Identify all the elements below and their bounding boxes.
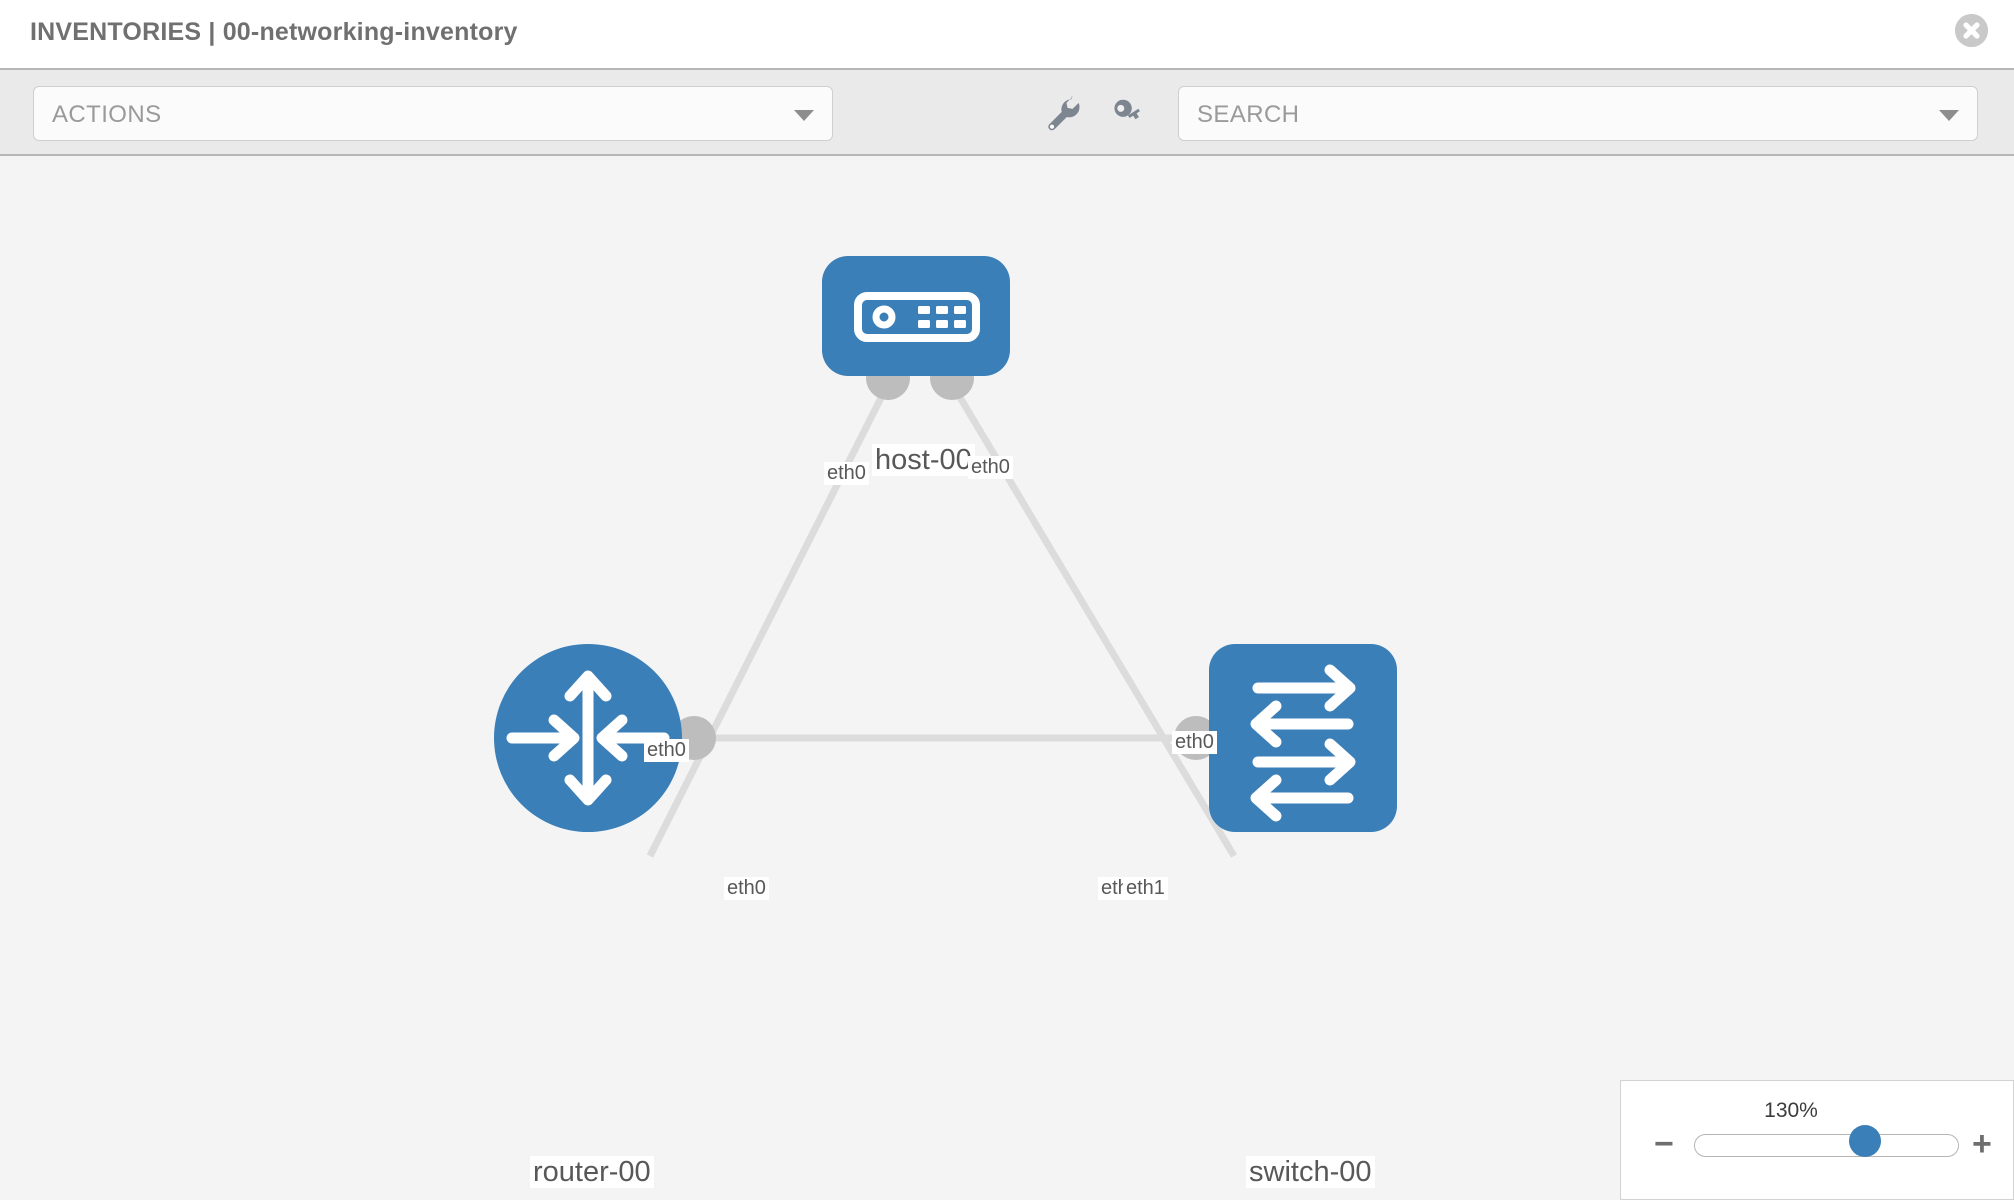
topology-graph [494, 256, 1397, 858]
search-placeholder: SEARCH [1197, 101, 1300, 128]
edge-host-switch[interactable] [948, 382, 1238, 858]
zoom-level-label: 130% [1764, 1099, 1818, 1122]
toolbar: ACTIONS SEARCH [0, 68, 2014, 156]
switch-arrows-icon [1250, 664, 1356, 822]
node-host-00[interactable] [822, 256, 1010, 376]
interface-label-router-right: eth0 [724, 877, 769, 900]
actions-dropdown-label: ACTIONS [52, 101, 162, 128]
actions-dropdown[interactable]: ACTIONS [33, 86, 833, 141]
zoom-slider-track[interactable] [1694, 1134, 1959, 1157]
zoom-control-panel: 130% − + [1620, 1080, 2014, 1200]
zoom-slider-thumb[interactable] [1849, 1125, 1881, 1157]
interface-label-host-right: eth0 [968, 456, 1013, 479]
node-switch-00[interactable] [1209, 644, 1397, 832]
interface-label-switch-up: eth0 [1172, 731, 1217, 754]
interface-label-host-left: eth0 [824, 462, 869, 485]
node-router-00[interactable] [494, 644, 682, 832]
interface-label-router-up: eth0 [644, 739, 689, 762]
edge-host-router[interactable] [646, 382, 892, 858]
wrench-icon[interactable] [1040, 92, 1084, 136]
router-arrows-icon [506, 670, 670, 806]
page-title: INVENTORIES | 00-networking-inventory [30, 18, 518, 46]
node-label-switch-00: switch-00 [1246, 1156, 1375, 1189]
node-label-host-00: host-00 [872, 444, 975, 477]
close-icon[interactable] [1955, 14, 1988, 47]
chevron-down-icon[interactable] [1939, 110, 1959, 121]
topology-canvas[interactable]: host-00 router-00 switch-00 eth0 eth0 et… [0, 156, 2014, 1200]
header-bar: INVENTORIES | 00-networking-inventory [0, 0, 2014, 68]
chevron-down-icon [794, 110, 814, 121]
node-label-router-00: router-00 [530, 1156, 654, 1189]
search-input[interactable]: SEARCH [1178, 86, 1978, 141]
interface-label-switch-left: eth1 [1123, 877, 1168, 900]
key-icon[interactable] [1105, 92, 1149, 136]
zoom-out-button[interactable]: − [1654, 1125, 1674, 1163]
server-icon [854, 292, 980, 342]
zoom-in-button[interactable]: + [1972, 1125, 1992, 1163]
